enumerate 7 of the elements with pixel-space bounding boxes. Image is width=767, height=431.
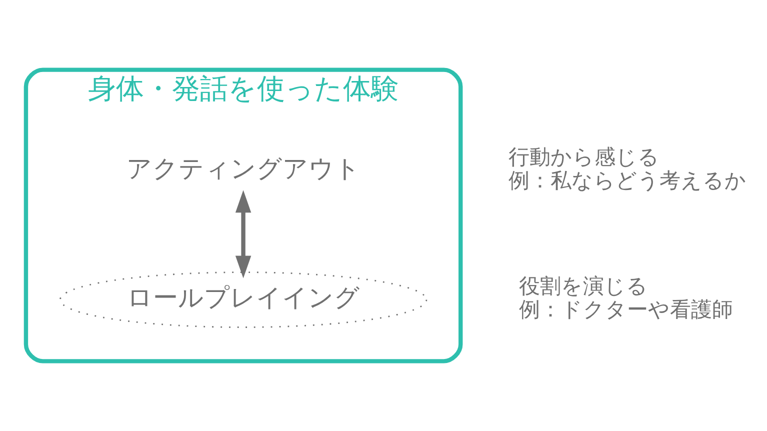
node-label: 例：ドクターや看護師 — [518, 296, 733, 322]
node-label: 役割を演じる — [518, 272, 648, 298]
node-label: 行動から感じる — [508, 144, 660, 169]
node-label: 例：私ならどう考えるか — [508, 168, 746, 193]
node-ellipse: ロールプレイイング — [59, 272, 428, 328]
node-text: アクティングアウト — [126, 154, 360, 183]
arrow — [235, 190, 252, 278]
